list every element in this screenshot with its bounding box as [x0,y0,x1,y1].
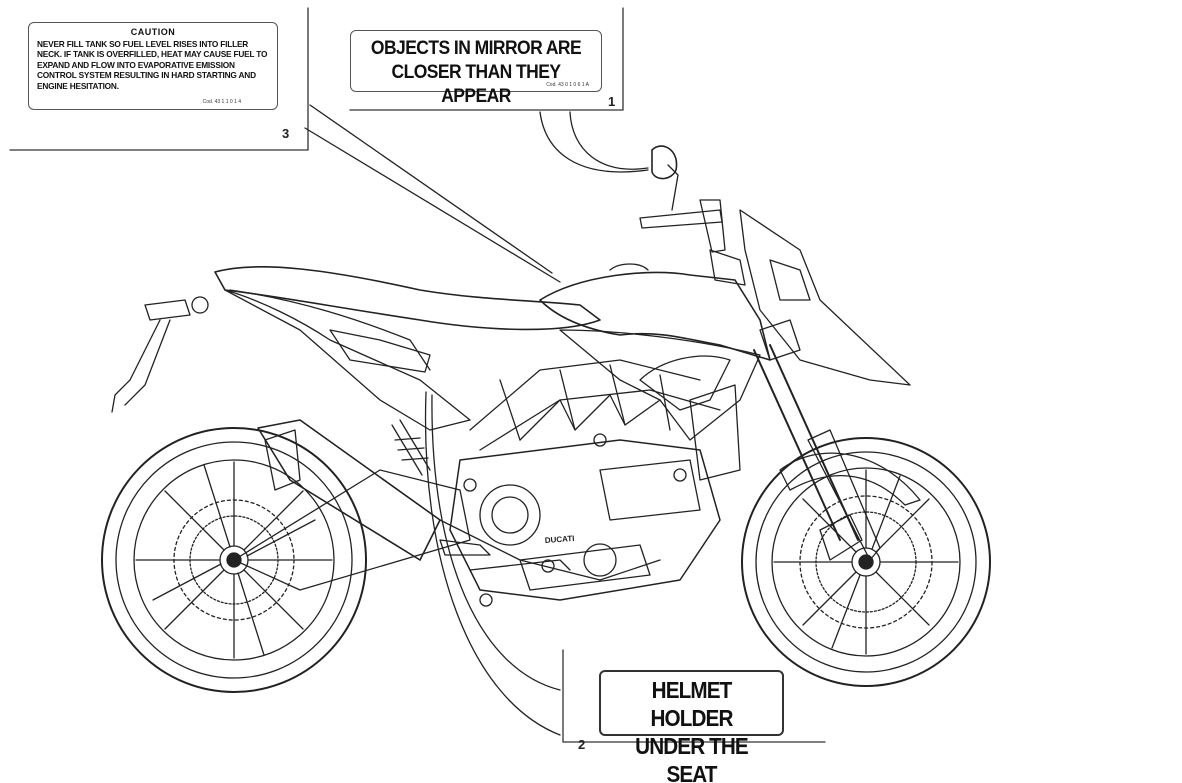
mirror-head [651,145,678,180]
callout-frame-3 [9,7,309,151]
handlebar [639,145,746,286]
callout-number-2: 2 [578,737,586,752]
side-panel [559,329,761,441]
callout-number-3: 3 [282,126,290,141]
rear-shock [391,419,431,476]
helmet-text-line-2: UNDER THE SEAT [635,733,749,783]
callout-frame-2 [562,649,826,743]
ducati-engine-logo: DUCATI [545,534,575,545]
exhaust [257,419,661,581]
helmet-holder-label: HELMET HOLDER UNDER THE SEAT [599,670,784,783]
swingarm [233,469,471,591]
trellis-frame [469,359,721,451]
callout-number-1: 1 [608,94,616,109]
front-wheel [741,437,991,687]
caution-title: CAUTION [130,27,176,37]
seat [214,266,601,331]
leader-line-2b [431,394,561,691]
caution-code: Cod. 43 1 1 0 1 4 [202,99,241,105]
mirror-warning-label: OBJECTS IN MIRROR ARE CLOSER THAN THEY A… [350,30,602,107]
rear-wheel [101,427,367,693]
front-fork [753,319,881,561]
leader-line-1 [569,111,649,170]
leader-line-2 [424,391,561,736]
front-caliper [819,514,863,561]
front-fender [779,452,921,506]
mirror-text: OBJECTS IN MIRROR ARE CLOSER THAN THEY A… [361,37,591,109]
rear-footpeg [439,539,491,556]
fuel-caution-label: CAUTION NEVER FILL TANK SO FUEL LEVEL RI… [28,22,278,110]
leader-line-3b [309,104,553,274]
mirror-code: Cod. 43 0 1 0 6 1 A [546,82,589,88]
tail-section [224,289,471,431]
radiator [689,384,741,481]
engine [449,433,721,601]
callout-frame-1 [349,7,624,111]
mirror-text-line-1: OBJECTS IN MIRROR ARE [370,38,582,59]
caution-text: NEVER FILL TANK SO FUEL LEVEL RISES INTO… [37,39,268,91]
rear-brake-disc [189,515,279,605]
leader-line-3 [304,127,561,283]
helmet-text-line-1: HELMET HOLDER [650,677,733,731]
license-plate-holder [111,296,209,413]
mirror-text-line-2: CLOSER THAN THEY APPEAR [391,62,561,107]
helmet-text: HELMET HOLDER UNDER THE SEAT [610,676,773,783]
leader-line-1b [539,111,649,173]
front-fairing [739,209,911,386]
fuel-tank [539,271,771,361]
front-brake-disc [815,511,917,613]
gear-lever [469,559,571,571]
